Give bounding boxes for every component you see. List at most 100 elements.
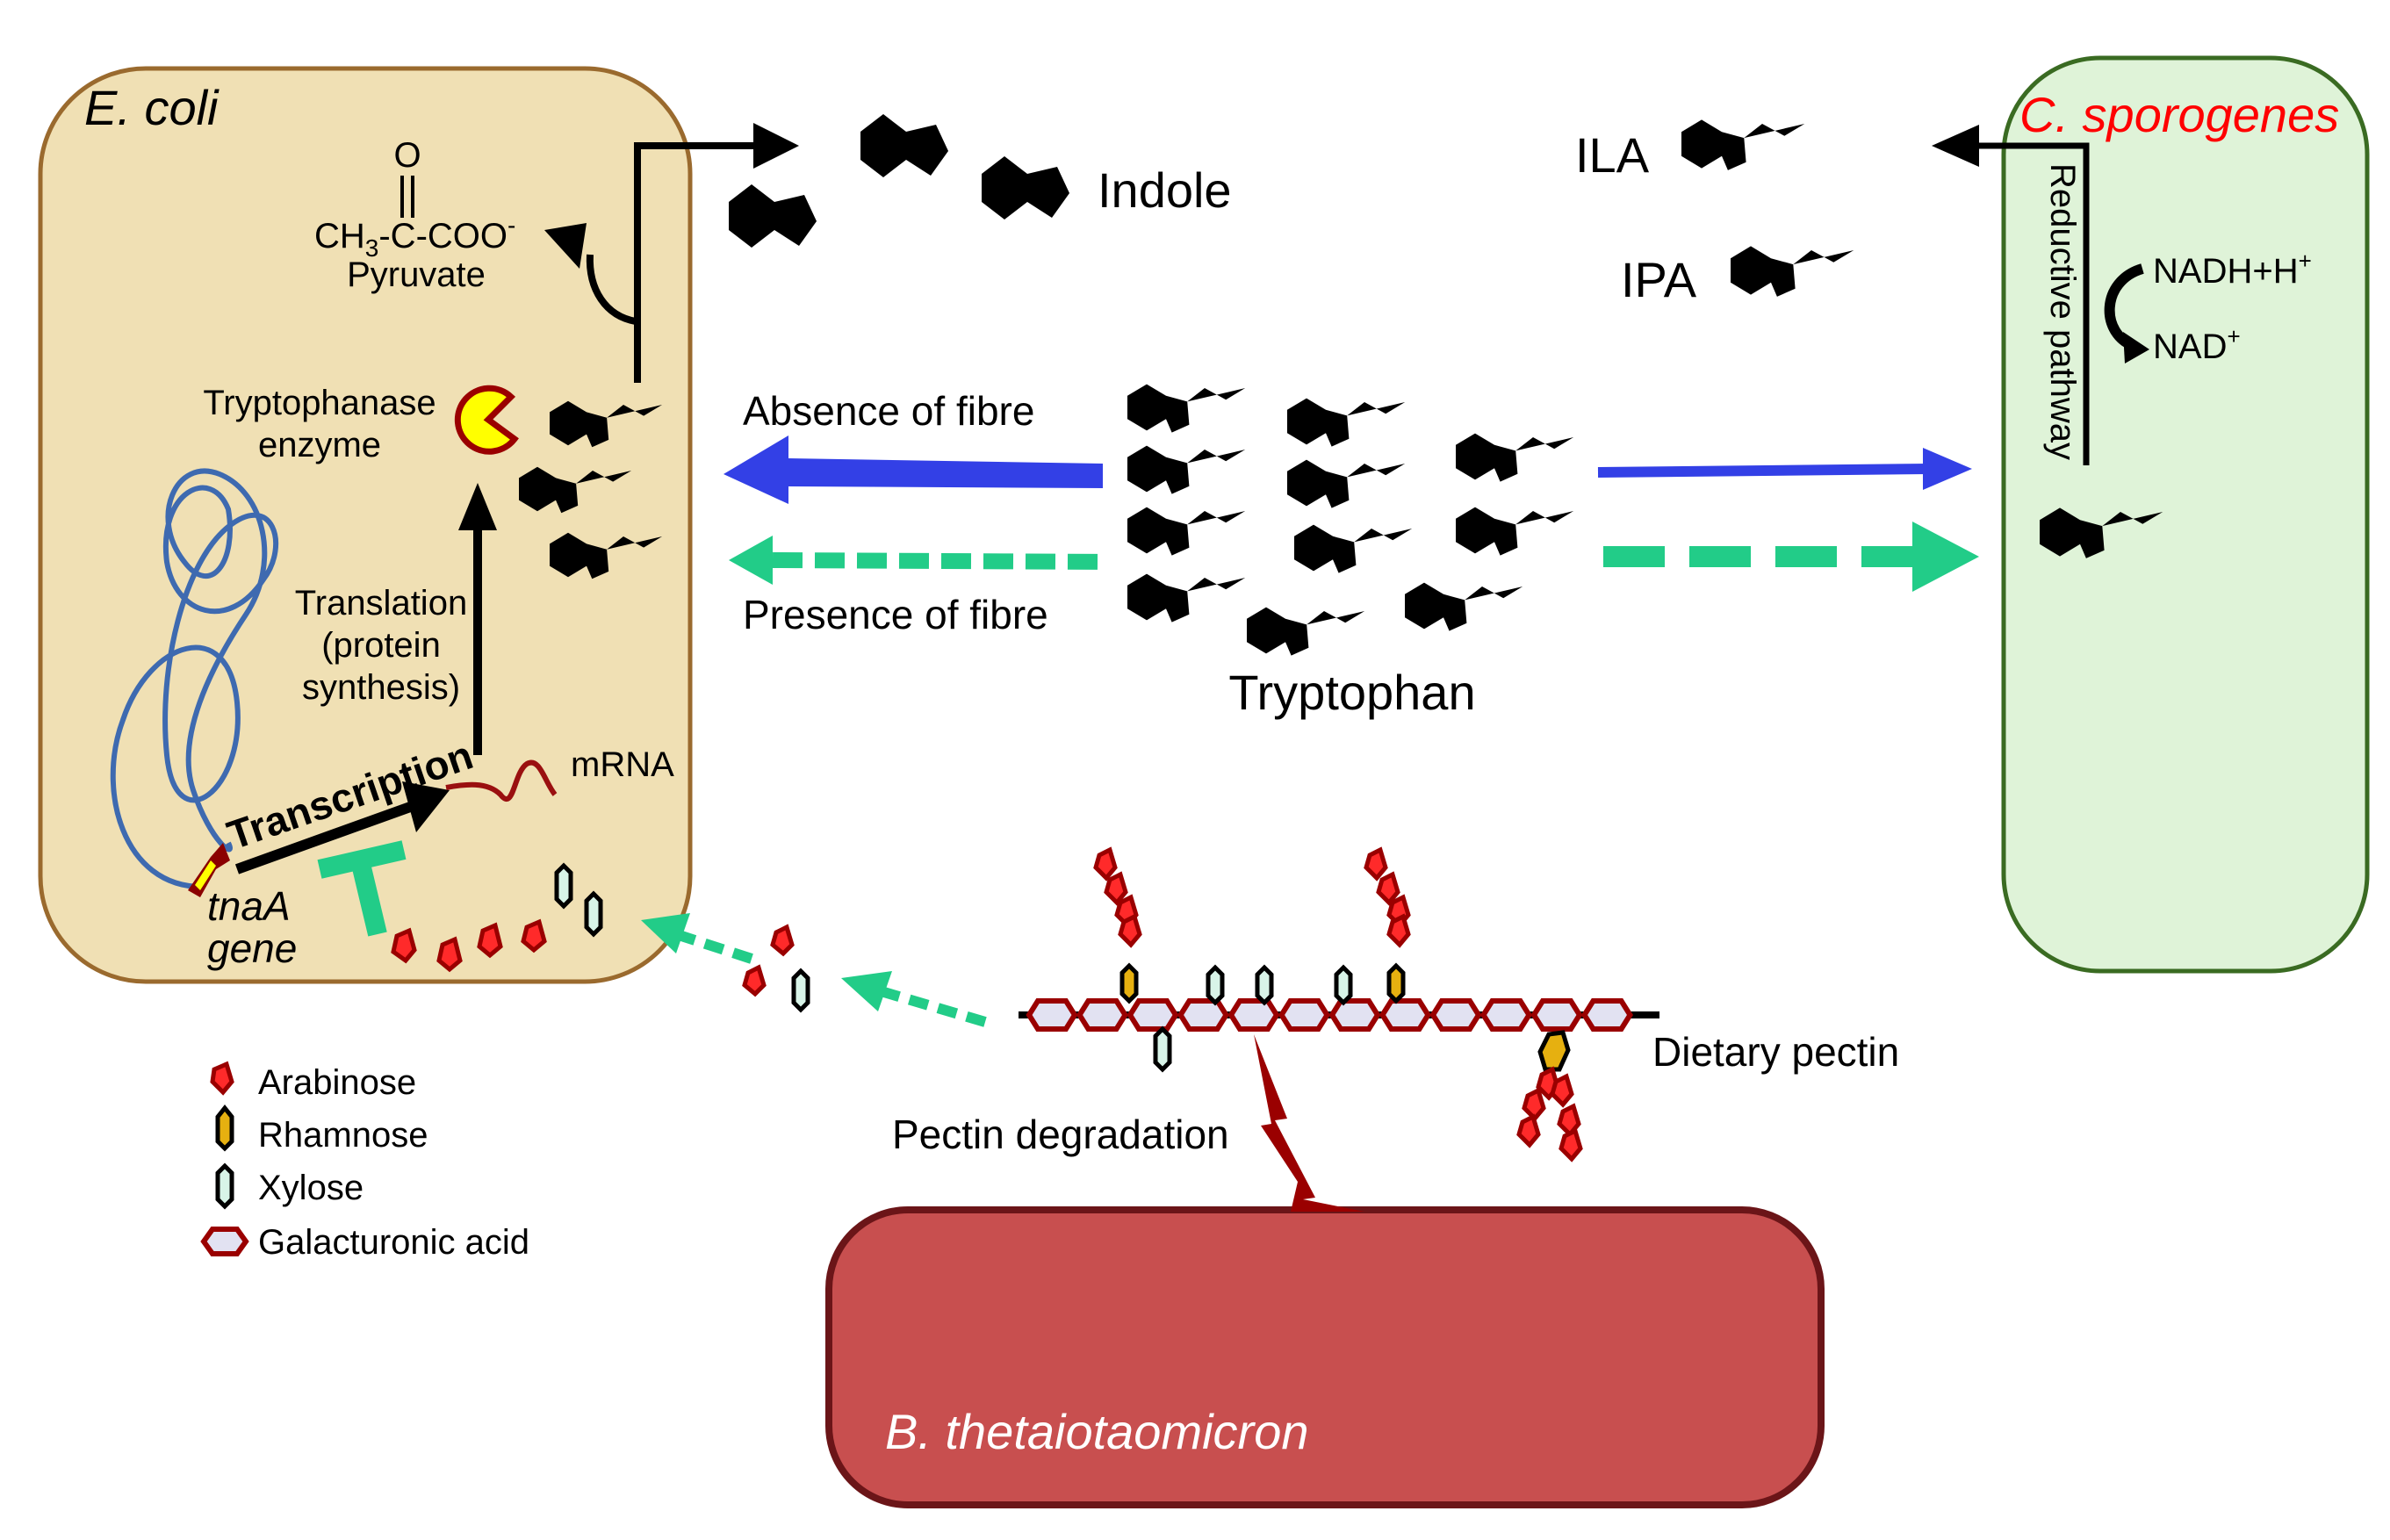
tryptophan-molecule-icon <box>1405 569 1537 631</box>
arabinose-icon <box>436 936 463 973</box>
ecoli-cell-body <box>38 66 693 984</box>
legend-item-rhamnose: Rhamnose <box>215 1104 428 1155</box>
csporogenes-label: C. sporogenes <box>2019 87 2339 142</box>
arabinose-icon <box>1559 1127 1583 1162</box>
tryptophanase-label-line2: enzyme <box>258 426 381 464</box>
tryptophan-molecule-icon <box>1127 493 1259 556</box>
gene-label-line1: tnaA <box>207 883 291 929</box>
galacturonic-acid-icon <box>1278 998 1331 1032</box>
arabinose-icon <box>1516 1113 1541 1148</box>
arabinose-icon <box>1118 913 1142 948</box>
xylose-icon <box>1255 964 1274 1006</box>
rhamnose-icon <box>215 1104 234 1152</box>
indole-molecule-icon <box>982 156 1069 244</box>
dietary-pectin-label: Dietary pectin <box>1652 1029 1899 1075</box>
arabinose-icon <box>210 1061 234 1096</box>
sugar-release-arrow <box>841 971 987 1027</box>
reductive-pathway-arrow <box>1976 142 2090 465</box>
arabinose-icon <box>742 964 767 997</box>
tryptophan-molecule-icon <box>1456 420 1587 482</box>
pectin-side-chains <box>1093 846 1583 1162</box>
degradation-bolt-icon <box>1254 1034 1364 1212</box>
nadh-arrowhead-icon <box>2123 332 2149 363</box>
rhamnose-icon <box>1119 962 1139 1004</box>
arabinose-icon <box>770 924 795 957</box>
tryptophanase-enzyme-icon <box>454 385 519 455</box>
absence-arrow-right <box>1597 448 1972 490</box>
sugar-uptake-arrow <box>641 913 753 964</box>
inhibition-tbar-icon <box>317 840 407 937</box>
nadh-label: NADH+H+ <box>2153 248 2312 291</box>
tryptophan-molecule-icon <box>1287 446 1419 508</box>
legend-item-arabinose: Arabinose <box>210 1061 416 1102</box>
arabinose-icon <box>1522 1087 1546 1122</box>
ipa-molecule-icon <box>1731 232 1868 297</box>
galacturonic-acid-icon <box>1328 998 1381 1032</box>
legend-item-galacturonic-acid: Galacturonic acid <box>200 1223 529 1262</box>
legend-label: Arabinose <box>258 1063 416 1102</box>
ipa-label: IPA <box>1621 252 1697 307</box>
rhamnose-icon <box>1386 962 1406 1004</box>
arabinose-icon <box>1364 846 1388 882</box>
xylose-icon <box>215 1162 234 1210</box>
indole-molecule-icon <box>860 114 948 202</box>
galacturonic-acid-icon <box>1227 998 1280 1032</box>
xylose-icon <box>1334 964 1353 1006</box>
reductive-pathway-label: Reductive pathway <box>2043 163 2082 460</box>
mrna-label: mRNA <box>571 745 674 784</box>
xylose-icon <box>554 862 573 910</box>
btheta-label: B. thetaiotaomicron <box>885 1404 1308 1459</box>
pyruvate-carbonyl-o: O <box>393 136 421 175</box>
released-sugars <box>742 924 810 1013</box>
absence-of-fibre-label: Absence of fibre <box>743 388 1034 434</box>
tryptophan-cluster <box>1127 371 1587 656</box>
tryptophanase-label-line1: Tryptophanase <box>203 384 436 422</box>
legend-item-xylose: Xylose <box>215 1162 364 1210</box>
legend: Arabinose Rhamnose Xylose Galacturonic a… <box>200 1061 529 1262</box>
legend-label: Xylose <box>258 1169 364 1207</box>
xylose-icon <box>791 968 810 1013</box>
arabinose-icon <box>1386 913 1411 948</box>
tryptophan-molecule-icon <box>1127 432 1259 494</box>
ila-label: ILA <box>1575 127 1650 183</box>
ecoli-sugars <box>391 862 603 973</box>
galacturonic-acid-icon <box>1177 998 1230 1032</box>
pyruvate-formula: CH3-C-COO- <box>314 212 515 262</box>
galacturonic-acid-icon <box>1026 998 1078 1032</box>
indole-export-arrow <box>634 142 755 383</box>
legend-label: Galacturonic acid <box>258 1223 529 1262</box>
presence-arrow-right <box>1603 522 1979 592</box>
presence-of-fibre-label: Presence of fibre <box>743 592 1048 637</box>
galacturonic-acid-icon <box>1580 998 1634 1032</box>
galacturonic-acid-icon <box>1479 998 1533 1032</box>
galacturonic-acid-icon <box>1076 998 1129 1032</box>
pyruvate-arrowhead-icon <box>544 223 587 269</box>
pectin-degradation-label: Pectin degradation <box>892 1112 1229 1157</box>
arabinose-icon <box>1550 1073 1574 1108</box>
galacturonic-acid-icon <box>1127 998 1179 1032</box>
xylose-icon <box>1206 964 1225 1006</box>
arabinose-icon <box>1104 871 1128 906</box>
tryptophan-molecule-icon <box>1456 493 1587 556</box>
translation-arrow <box>458 483 497 755</box>
xylose-icon <box>584 890 603 938</box>
tryptophan-molecule-icon <box>1127 371 1259 433</box>
xylose-icon <box>1153 1025 1172 1073</box>
dietary-pectin-chain <box>1019 998 1659 1032</box>
tryptophan-molecule-icon <box>1287 385 1419 447</box>
pyruvate-arrow <box>586 254 637 325</box>
pyruvate-label: Pyruvate <box>347 255 486 294</box>
mrna-strand-icon <box>445 759 558 802</box>
ila-arrowhead-icon <box>1932 125 1979 167</box>
arabinose-icon <box>521 918 547 954</box>
indole-arrowhead-icon <box>753 123 799 169</box>
absence-arrow-left <box>723 435 1103 504</box>
tnaa-gene-icon <box>188 843 230 897</box>
galacturonic-acid-icon <box>200 1227 249 1256</box>
presence-arrow-left <box>729 536 1109 585</box>
translation-label-line2: (protein <box>321 626 441 665</box>
galacturonic-acid-icon <box>1530 998 1583 1032</box>
btheta-cell-body <box>825 1206 1825 1508</box>
translation-label-line3: synthesis) <box>302 668 460 707</box>
